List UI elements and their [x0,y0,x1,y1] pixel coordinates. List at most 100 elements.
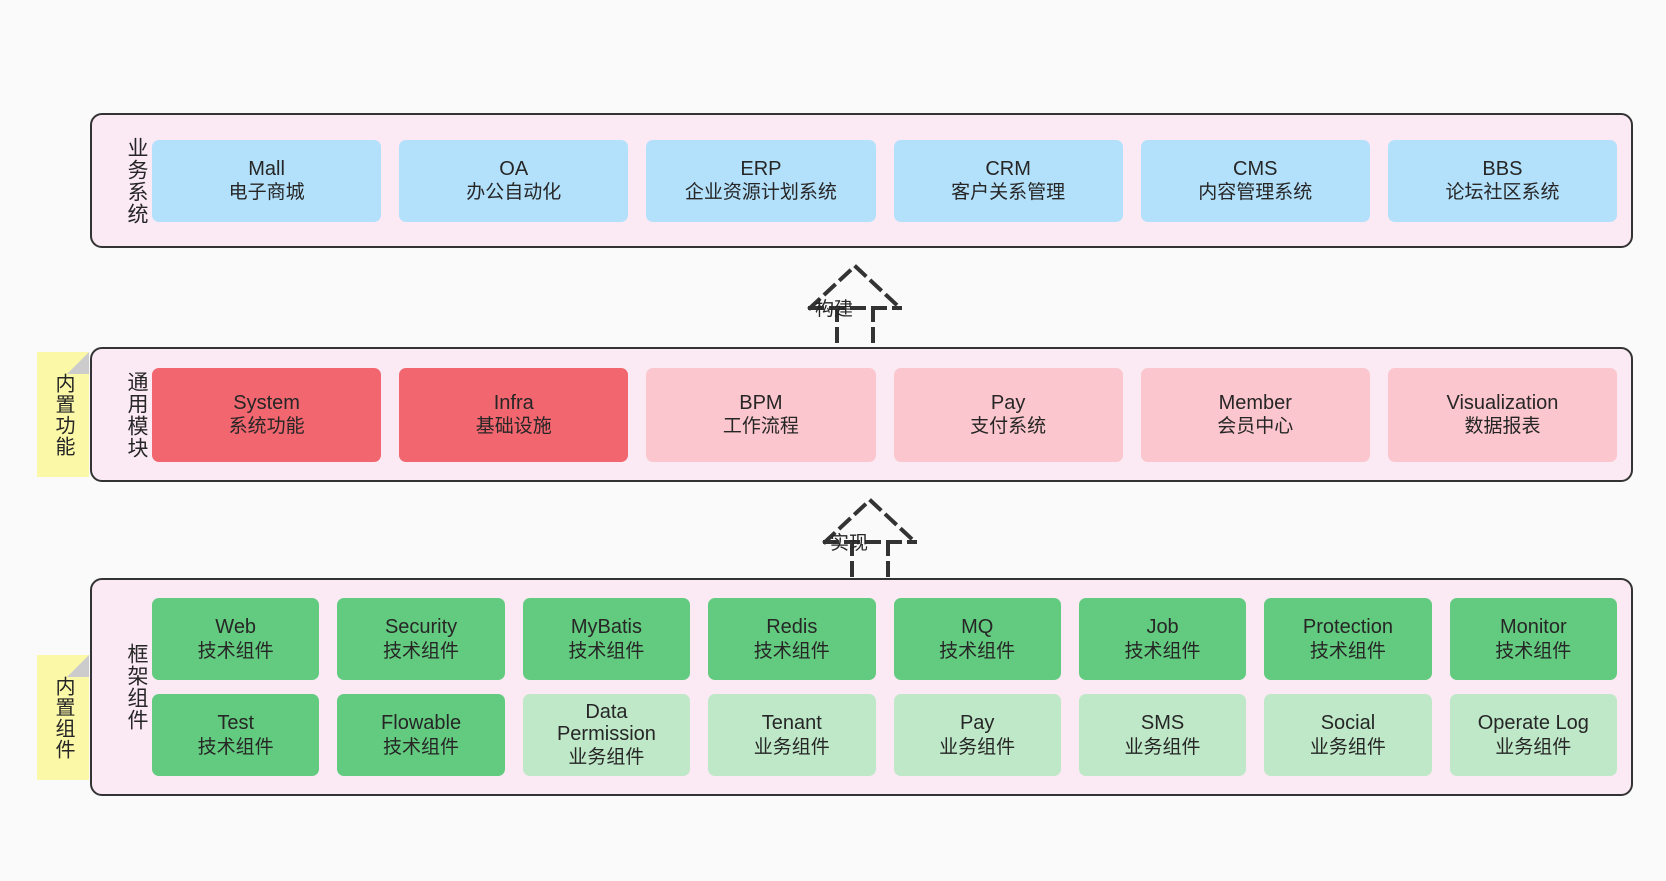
node-subtitle: 业务组件 [939,736,1016,758]
layer-title-framework-component: 框架组件 [125,643,148,731]
node-test[interactable]: Test 技术组件 [152,694,320,776]
node-subtitle: 企业资源计划系统 [684,182,837,204]
node-web[interactable]: Web 技术组件 [152,598,320,680]
node-title: CRM [985,157,1031,180]
layer-body-framework-component: Web 技术组件 Security 技术组件 MyBatis 技术组件 Redi… [148,598,1631,776]
layer-framework-component: 框架组件 Web 技术组件 Security 技术组件 MyBatis 技术组件… [90,578,1633,796]
node-subtitle: 基础设施 [475,416,552,438]
node-subtitle: 业务组件 [1309,736,1386,758]
node-monitor[interactable]: Monitor 技术组件 [1449,598,1617,680]
node-title: Tenant [761,712,822,735]
connector-implement-arrow [822,497,918,589]
node-cms[interactable]: CMS 内容管理系统 [1140,139,1370,222]
node-subtitle: 业务组件 [753,736,830,758]
node-subtitle: 技术组件 [1124,640,1201,662]
node-title: Flowable [381,712,462,735]
node-title: Security [384,616,458,639]
node-operate-log[interactable]: Operate Log 业务组件 [1449,694,1617,776]
connector-build-arrow [807,263,903,355]
node-title: MyBatis [570,616,642,639]
node-subtitle: 技术组件 [197,736,274,758]
node-subtitle: 技术组件 [1495,640,1572,662]
node-title: Data Permission [556,701,656,746]
node-subtitle: 工作流程 [722,416,799,438]
node-subtitle: 技术组件 [1309,640,1386,662]
node-row: Test 技术组件 Flowable 技术组件 Data Permission … [152,694,1617,776]
node-pay[interactable]: Pay 支付系统 [893,367,1123,462]
node-subtitle: 办公自动化 [466,182,562,204]
node-tenant[interactable]: Tenant 业务组件 [708,694,876,776]
sticky-note-builtin-component: 内置组件 [37,655,89,780]
layer-title-business-system: 业务系统 [125,136,148,225]
node-subtitle: 技术组件 [939,640,1016,662]
node-subtitle: 业务组件 [1495,736,1572,758]
node-mq[interactable]: MQ 技术组件 [893,598,1061,680]
node-title: MQ [961,616,994,639]
node-title: ERP [740,157,782,180]
node-job[interactable]: Job 技术组件 [1078,598,1247,680]
node-social[interactable]: Social 业务组件 [1264,694,1432,776]
connector-implement-label: 实现 [830,533,869,554]
node-subtitle: 系统功能 [228,416,305,438]
node-row: System 系统功能 Infra 基础设施 BPM 工作流程 Pay 支付系统… [152,367,1618,462]
sticky-note-builtin-function: 内置功能 [37,352,89,477]
node-bbs[interactable]: BBS 论坛社区系统 [1387,139,1618,222]
layer-body-business-system: Mall 电子商城 OA 办公自动化 ERP 企业资源计划系统 CRM 客户关系… [148,139,1631,222]
node-title: Mall [248,157,285,180]
node-erp[interactable]: ERP 企业资源计划系统 [646,139,876,222]
connector-build: 构建 [790,258,920,355]
node-visualization[interactable]: Visualization 数据报表 [1387,367,1618,462]
node-subtitle: 技术组件 [753,640,830,662]
layer-common-module: 通用模块 System 系统功能 Infra 基础设施 BPM 工作流程 Pay… [90,347,1633,482]
node-infra[interactable]: Infra 基础设施 [399,367,629,462]
connector-implement: 实现 [805,492,935,589]
node-title: Redis [766,616,818,639]
node-title: Protection [1302,616,1393,639]
node-title: Web [215,616,257,639]
node-title: Social [1320,712,1376,735]
node-subtitle: 技术组件 [383,640,460,662]
node-subtitle: 业务组件 [1124,736,1201,758]
node-crm[interactable]: CRM 客户关系管理 [893,139,1123,222]
node-bpm[interactable]: BPM 工作流程 [646,367,876,462]
layer-business-system: 业务系统 Mall 电子商城 OA 办公自动化 ERP 企业资源计划系统 CRM… [90,113,1633,248]
node-redis[interactable]: Redis 技术组件 [708,598,876,680]
layer-title-common-module: 通用模块 [125,370,148,459]
node-protection[interactable]: Protection 技术组件 [1264,598,1432,680]
node-subtitle: 论坛社区系统 [1445,182,1560,204]
node-data-permission[interactable]: Data Permission 业务组件 [522,694,691,776]
node-title: CMS [1233,157,1278,180]
node-title: Test [217,712,255,735]
node-title: Job [1146,616,1179,639]
node-title: OA [499,157,529,180]
node-subtitle: 技术组件 [197,640,274,662]
node-row: Mall 电子商城 OA 办公自动化 ERP 企业资源计划系统 CRM 客户关系… [152,139,1618,222]
node-title: Visualization [1446,391,1559,414]
node-subtitle: 技术组件 [383,736,460,758]
node-member[interactable]: Member 会员中心 [1140,367,1370,462]
node-mybatis[interactable]: MyBatis 技术组件 [522,598,691,680]
node-title: Operate Log [1477,712,1589,735]
node-title: SMS [1140,712,1185,735]
sticky-note-label: 内置功能 [52,372,74,457]
node-title: BPM [739,391,783,414]
node-title: Pay [959,712,995,735]
node-title: Member [1218,391,1292,414]
node-security[interactable]: Security 技术组件 [337,598,505,680]
node-title: BBS [1482,157,1523,180]
node-subtitle: 数据报表 [1464,416,1541,438]
node-oa[interactable]: OA 办公自动化 [399,139,629,222]
node-flowable[interactable]: Flowable 技术组件 [337,694,505,776]
node-title: Pay [990,391,1026,414]
node-mall[interactable]: Mall 电子商城 [152,139,382,222]
node-row: Web 技术组件 Security 技术组件 MyBatis 技术组件 Redi… [152,598,1617,680]
connector-build-label: 构建 [815,299,854,320]
node-sms[interactable]: SMS 业务组件 [1078,694,1247,776]
node-pay-component[interactable]: Pay 业务组件 [893,694,1061,776]
node-system[interactable]: System 系统功能 [152,367,382,462]
node-subtitle: 会员中心 [1217,416,1294,438]
layer-body-common-module: System 系统功能 Infra 基础设施 BPM 工作流程 Pay 支付系统… [148,367,1631,462]
node-subtitle: 支付系统 [970,416,1047,438]
node-subtitle: 业务组件 [568,746,645,768]
